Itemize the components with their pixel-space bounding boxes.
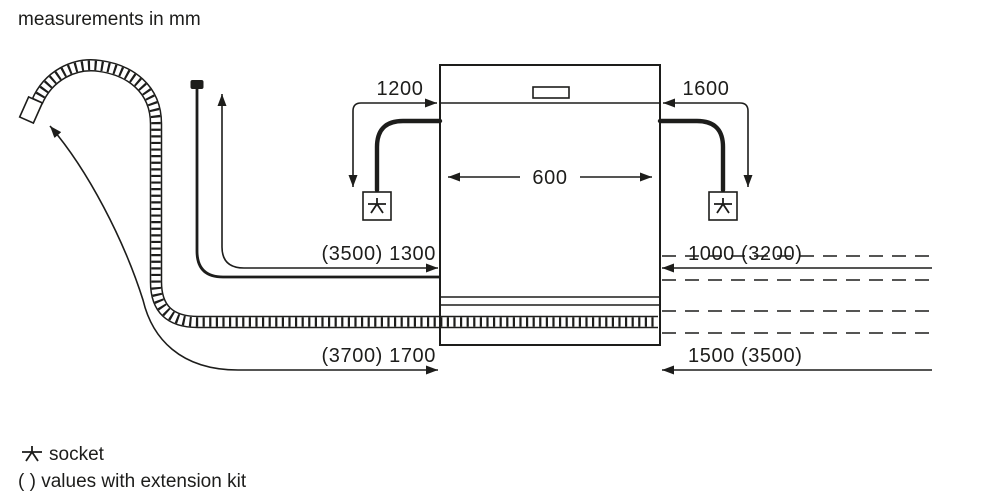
dim-width-label: 600 xyxy=(532,167,567,189)
drain-hose xyxy=(18,59,658,329)
socket-icon xyxy=(368,198,386,214)
legend-socket-label: socket xyxy=(49,444,105,465)
dim-cord-right-label: 1600 xyxy=(683,78,730,100)
socket-box xyxy=(362,191,392,221)
dim-drain-left: (3700) 1700 xyxy=(49,125,438,375)
legend-extension-note: ( ) values with extension kit xyxy=(18,471,247,492)
socket-left xyxy=(362,191,392,221)
dim-supply-left-label: (3500) 1300 xyxy=(322,243,436,265)
socket-right xyxy=(708,191,738,221)
dishwasher xyxy=(439,64,661,346)
dim-drain-right: 1500 (3500) xyxy=(662,345,932,375)
measurements-note: measurements in mm xyxy=(18,9,201,30)
dim-cord-left: 1200 xyxy=(348,78,437,187)
socket-box xyxy=(708,191,738,221)
legend: socket ( ) values with extension kit xyxy=(18,444,247,492)
dim-drain-right-label: 1500 (3500) xyxy=(688,345,802,367)
dim-width: 600 xyxy=(448,167,652,189)
dim-cord-right: 1600 xyxy=(663,78,753,187)
dim-supply-right: 1000 (3200) xyxy=(662,243,932,273)
dim-drain-left-label: (3700) 1700 xyxy=(322,345,436,367)
power-cord-right xyxy=(657,118,726,193)
dim-supply-right-label: 1000 (3200) xyxy=(688,243,802,265)
control-display xyxy=(532,86,570,99)
socket-legend-icon xyxy=(22,446,42,462)
supply-hose-cap xyxy=(190,80,204,89)
power-cord-left xyxy=(374,118,443,193)
dim-cord-left-label: 1200 xyxy=(377,78,424,100)
socket-icon xyxy=(714,198,732,214)
drain-hose-fitting xyxy=(18,95,44,125)
dishwasher-outline xyxy=(439,64,661,346)
